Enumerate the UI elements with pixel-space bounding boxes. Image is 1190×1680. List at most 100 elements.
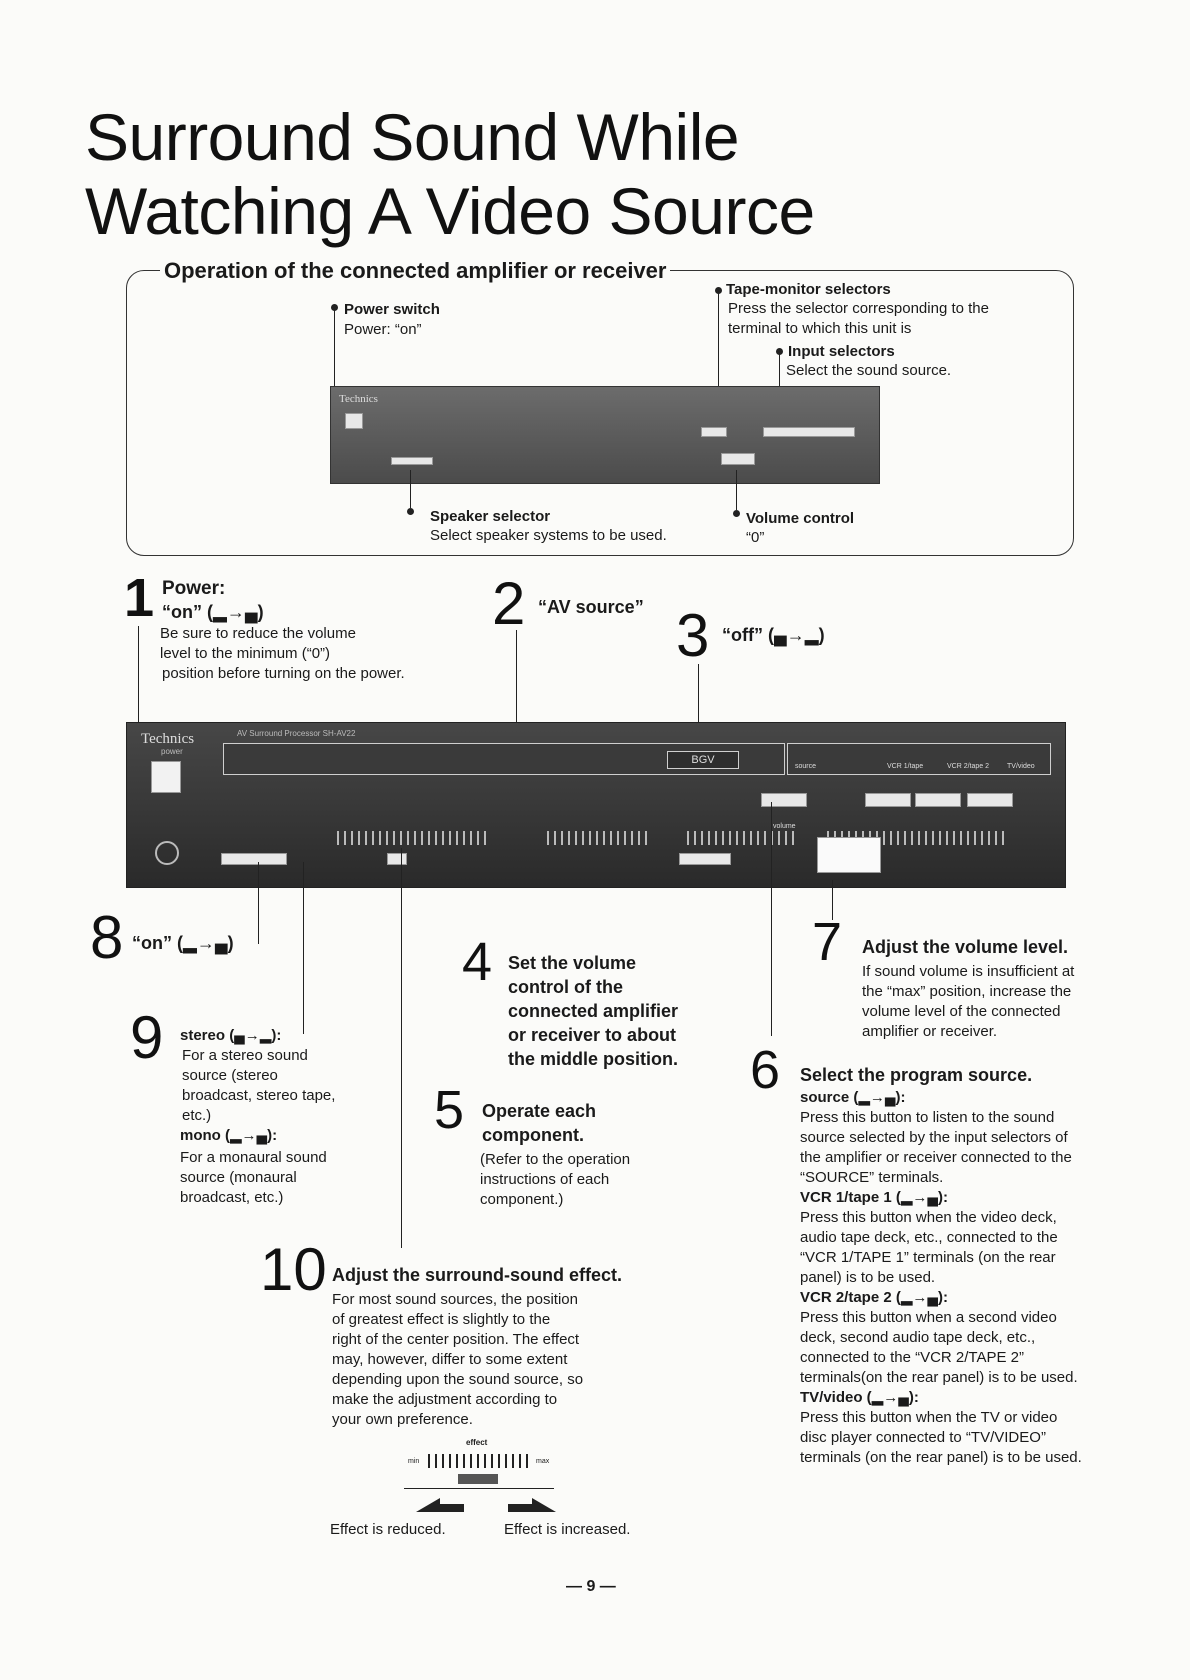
callout-line (410, 470, 411, 508)
step-9-number: 9 (130, 1004, 164, 1071)
step-10-line-5: depending upon the sound source, so (332, 1371, 584, 1388)
callout-line (736, 470, 737, 510)
step-5-line-2: component. (482, 1125, 584, 1145)
step-10-line-1: For most sound sources, the position (332, 1291, 578, 1308)
vcr1-tape1-button[interactable] (865, 793, 911, 807)
effect-max-label: max (536, 1458, 550, 1465)
effect-increased-label: Effect is increased. (504, 1521, 631, 1538)
step-3-number: 3 (676, 602, 710, 669)
input-selectors-text: Select the sound source. (786, 362, 952, 379)
step-6-title: Select the program source. (800, 1065, 1033, 1085)
effect-slider-knob[interactable] (387, 853, 407, 865)
step-7-line-4: amplifier or receiver. (862, 1023, 998, 1040)
amp-power-switch (345, 413, 363, 429)
step-9-mono-2: source (monaural (180, 1169, 297, 1186)
step-10-line-7: your own preference. (332, 1411, 473, 1428)
step-4-line-1: Set the volume (508, 953, 637, 973)
step-9-mono-3: broadcast, etc.) (180, 1189, 284, 1206)
amplifier-panel-image: Technics (330, 386, 880, 484)
power-switch-text: Power: “on” (344, 321, 422, 338)
speaker-selector-text: Select speaker systems to be used. (430, 527, 667, 544)
step-8-text: “on” (▂→▄) (132, 933, 234, 953)
step-1-sub: “on” (▂→▄) (162, 602, 264, 622)
step-6-source-1: Press this button to listen to the sound (800, 1109, 1055, 1126)
step-6-vcr2-heading: VCR 2/tape 2 (▂→▄): (800, 1289, 949, 1306)
step-1-number: 1 (124, 568, 155, 628)
tv-video-button[interactable] (967, 793, 1013, 807)
step-4-line-2: control of the (508, 977, 623, 997)
callout-dot (331, 304, 338, 311)
volume-knob[interactable] (817, 837, 881, 873)
step-3-text: “off” (▄→▂) (722, 625, 825, 645)
step-6-vcr1-2: audio tape deck, etc., connected to the (800, 1229, 1058, 1246)
tape-monitor-text-1: Press the selector corresponding to the (728, 300, 989, 317)
step-6-number: 6 (750, 1040, 781, 1100)
page-title: Surround Sound While Watching A Video So… (85, 100, 815, 248)
callout-line (516, 630, 517, 760)
amp-speaker-selector (391, 457, 433, 465)
tape-monitor-text-2: terminal to which this unit is (728, 320, 912, 337)
step-6-tv-heading: TV/video (▂→▄): (800, 1389, 919, 1406)
unit-power-label: power (161, 747, 183, 756)
step-7-number: 7 (812, 912, 843, 972)
step-7-line-3: volume level of the connected (862, 1003, 1061, 1020)
step-9-stereo-heading: stereo (▄→▂): (180, 1027, 282, 1044)
callout-line (303, 862, 304, 1034)
step-7-line-1: If sound volume is insufficient at (862, 963, 1075, 980)
amp-section-heading: Operation of the connected amplifier or … (160, 258, 671, 284)
step-1-title: Power: (162, 578, 226, 599)
step-6-tv-1: Press this button when the TV or video (800, 1409, 1058, 1426)
step-6-vcr2-3: connected to the “VCR 2/TAPE 2” (800, 1349, 1024, 1366)
step-4-number: 4 (462, 932, 493, 992)
callout-line (138, 626, 139, 738)
step-9-stereo-4: etc.) (182, 1107, 212, 1124)
step-7-line-2: the “max” position, increase the (862, 983, 1072, 1000)
step-10-number: 10 (260, 1236, 327, 1303)
page-number: — 9 — (566, 1578, 616, 1595)
amp-tape-monitor-button (701, 427, 727, 437)
volume-control-label: Volume control (746, 510, 855, 527)
effect-reduced-label: Effect is reduced. (330, 1521, 446, 1538)
step-6-source-heading: source (▂→▄): (800, 1089, 906, 1106)
callout-dot (776, 348, 783, 355)
step-4-line-5: the middle position. (508, 1049, 678, 1069)
source-label: source (795, 763, 817, 770)
step-4-line-4: or receiver to about (508, 1025, 677, 1045)
step-6-tv-2: disc player connected to “TV/VIDEO” (800, 1429, 1046, 1446)
step-10-line-6: make the adjustment according to (332, 1391, 558, 1408)
step-5-para-2: instructions of each (480, 1171, 610, 1188)
surround-effect-scale (337, 831, 487, 845)
source-button[interactable] (761, 793, 807, 807)
step-1-line-1: Be sure to reduce the volume (160, 625, 356, 642)
bgv-off-button[interactable] (679, 853, 731, 865)
mic-mixing-scale (547, 831, 647, 845)
title-line-1: Surround Sound While (85, 100, 740, 174)
step-6-source-2: source selected by the input selectors o… (800, 1129, 1068, 1146)
mic-jack (155, 841, 179, 865)
unit-model: AV Surround Processor SH-AV22 (237, 729, 356, 738)
vcr2-tape2-button[interactable] (915, 793, 961, 807)
step-4-line-3: connected amplifier (508, 1001, 679, 1021)
step-10-line-4: may, however, differ to some extent (332, 1351, 568, 1368)
step-5-para-1: (Refer to the operation (480, 1151, 631, 1168)
surround-processor-panel: Technics AV Surround Processor SH-AV22 p… (126, 722, 1066, 888)
step-10-title: Adjust the surround-sound effect. (332, 1265, 622, 1285)
step-2-number: 2 (492, 570, 526, 637)
step-9-mono-heading: mono (▂→▄): (180, 1127, 278, 1144)
power-switch-label: Power switch (344, 301, 440, 318)
effect-diagram-label: effect (466, 1438, 488, 1447)
av-surround-buttons[interactable] (221, 853, 287, 865)
input-selector-window (787, 743, 1051, 775)
step-6-vcr2-4: terminals(on the rear panel) is to be us… (800, 1369, 1078, 1386)
unit-power-button[interactable] (151, 761, 181, 793)
step-8-number: 8 (90, 904, 124, 971)
volume-control-text: “0” (746, 529, 765, 546)
speaker-selector-label: Speaker selector (430, 508, 551, 525)
step-6-vcr1-1: Press this button when the video deck, (800, 1209, 1057, 1226)
callout-line (258, 862, 259, 944)
tv-label: TV/video (1007, 763, 1035, 770)
effect-divider (404, 1488, 554, 1489)
step-5-para-3: component.) (480, 1191, 564, 1208)
effect-diagram-scale (428, 1454, 528, 1468)
step-6-vcr1-heading: VCR 1/tape 1 (▂→▄): (800, 1189, 949, 1206)
